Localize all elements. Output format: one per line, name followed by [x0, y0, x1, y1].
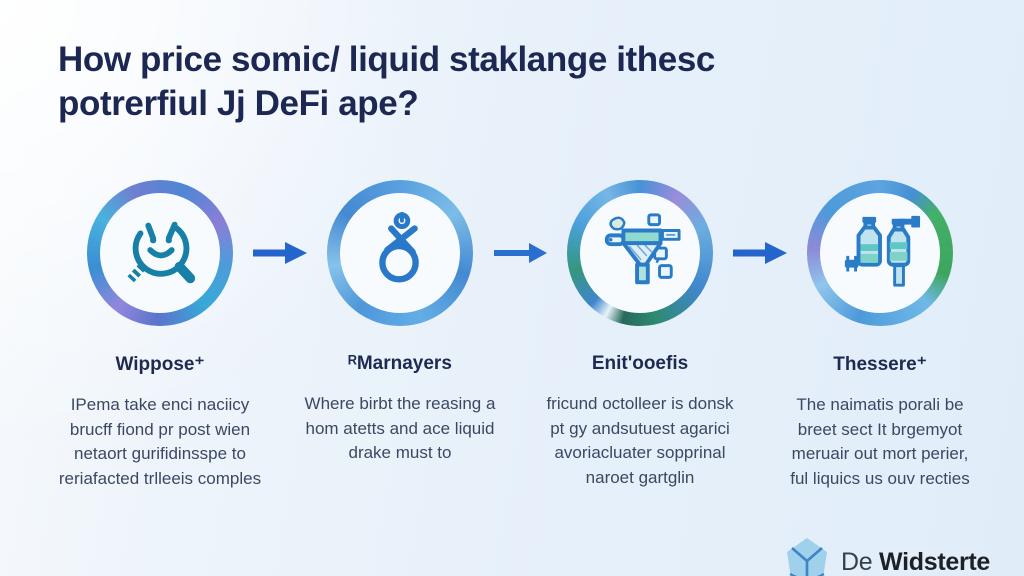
- right-arrow-icon: [251, 239, 309, 267]
- brand-logo: De Widsterte: [784, 536, 990, 576]
- magnifier-smiley-icon: [118, 209, 202, 298]
- right-arrow-icon: [731, 239, 789, 267]
- step-4: Thessere⁺ The naimatis porali be breet s…: [760, 180, 1000, 492]
- step-4-description: The naimatis porali be breet sect It brg…: [790, 395, 970, 488]
- step-3-circle: [567, 180, 713, 326]
- right-arrow-icon: [491, 239, 549, 267]
- step-2: ᴿMarnayers Where birbt the reasing a hom…: [280, 180, 520, 492]
- step-3-heading: Enit'ooefis: [591, 353, 689, 374]
- step-3: Enit'ooefis fricund octolleer is donsk p…: [520, 180, 760, 492]
- step-2-description: Where birbt the reasing a hom atetts and…: [304, 394, 496, 463]
- step-4-heading: Thessere⁺: [833, 354, 927, 375]
- step-1: Wippose⁺ IPema take enci naciicy brucff …: [40, 180, 280, 492]
- step-1-description: IPema take enci naciicy brucff fiond pr …: [58, 395, 262, 488]
- step-2-circle: [327, 180, 473, 326]
- step-3-description: fricund octolleer is donsk pt gy andsutu…: [546, 394, 734, 487]
- process-steps-row: Wippose⁺ IPema take enci naciicy brucff …: [40, 180, 1000, 492]
- step-2-heading: ᴿMarnayers: [348, 353, 452, 374]
- step-4-circle: [807, 180, 953, 326]
- brand-name: De Widsterte: [841, 548, 990, 576]
- step-1-heading: Wippose⁺: [115, 354, 205, 375]
- droplet-ring-icon: [358, 209, 442, 298]
- bottles-icon: [838, 209, 922, 298]
- funnel-filter-icon: [598, 209, 682, 298]
- step-1-circle: [87, 180, 233, 326]
- page-title: How price somic/ liquid staklange ithesc…: [58, 40, 715, 124]
- pentagon-y-logo-icon: [784, 536, 830, 576]
